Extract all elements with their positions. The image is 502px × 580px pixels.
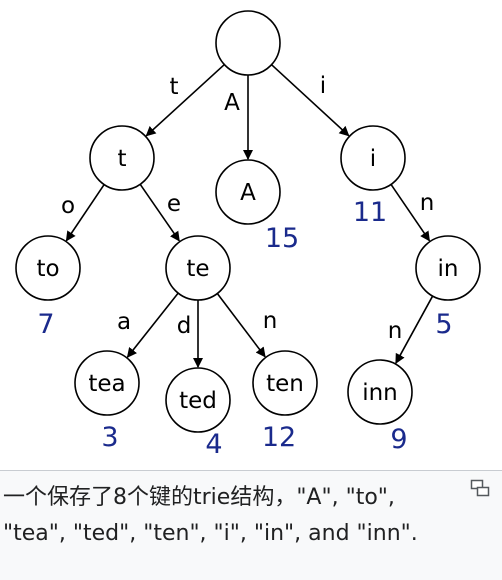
node-value-to: 7 (37, 309, 54, 340)
edge-i-in (390, 183, 431, 242)
edge-te-tea (126, 292, 179, 358)
node-to: to (15, 235, 81, 301)
node-value-ted: 4 (205, 429, 222, 460)
edge-t-to (65, 184, 105, 242)
node-label-i: i (370, 146, 376, 172)
edge-label-root-i: i (320, 73, 326, 99)
node-label-ted: ted (179, 388, 217, 414)
edge-root-t (145, 63, 225, 137)
caption-text: 一个保存了8个键的trie结构，"A", "to", "tea", "ted",… (3, 485, 418, 546)
node-value-A: 15 (265, 223, 299, 254)
node-label-A: A (240, 180, 256, 206)
node-circle-i (340, 125, 406, 191)
node-circle-ted (165, 367, 231, 433)
edge-label-i-in: n (420, 190, 435, 216)
enlarge-icon[interactable] (470, 479, 490, 497)
edge-in-inn (395, 295, 434, 364)
node-ten: ten (252, 350, 318, 416)
node-circle-te (165, 235, 231, 301)
node-t: t (89, 125, 155, 191)
edge-t-te (139, 183, 180, 242)
node-inn: inn (347, 359, 413, 425)
edge-label-root-t: t (169, 74, 178, 100)
node-root (215, 10, 281, 76)
edge-te-ten (216, 293, 266, 358)
edge-label-in-inn: n (388, 318, 403, 344)
node-circle-t (89, 125, 155, 191)
node-value-in: 5 (435, 309, 452, 340)
node-value-i: 11 (353, 197, 387, 228)
edge-label-t-to: o (61, 193, 75, 219)
node-tea: tea (74, 350, 140, 416)
edge-label-te-tea: a (117, 309, 131, 335)
edge-label-te-ted: d (177, 313, 192, 339)
node-label-in: in (438, 256, 459, 282)
node-circle-root (215, 10, 281, 76)
node-circle-tea (74, 350, 140, 416)
node-ted: ted (165, 367, 231, 433)
node-value-inn: 9 (390, 424, 407, 455)
edge-label-root-A: A (224, 90, 240, 116)
node-te: te (165, 235, 231, 301)
node-circle-in (415, 235, 481, 301)
node-label-inn: inn (362, 380, 398, 406)
node-circle-A (215, 159, 281, 225)
edge-label-t-te: e (167, 191, 181, 217)
node-value-ten: 12 (262, 422, 296, 453)
node-value-tea: 3 (101, 422, 118, 453)
edge-root-i (271, 64, 350, 137)
node-in: in (415, 235, 481, 301)
node-circle-to (15, 235, 81, 301)
node-circle-ten (252, 350, 318, 416)
node-label-te: te (186, 256, 209, 282)
figure-caption: 一个保存了8个键的trie结构，"A", "to", "tea", "ted",… (0, 470, 502, 580)
node-label-ten: ten (266, 371, 304, 397)
node-label-t: t (117, 146, 126, 172)
node-label-to: to (36, 256, 59, 282)
node-i: i (340, 125, 406, 191)
node-label-tea: tea (88, 371, 125, 397)
node-circle-inn (347, 359, 413, 425)
edge-label-te-ten: n (263, 308, 278, 334)
node-A: A (215, 159, 281, 225)
